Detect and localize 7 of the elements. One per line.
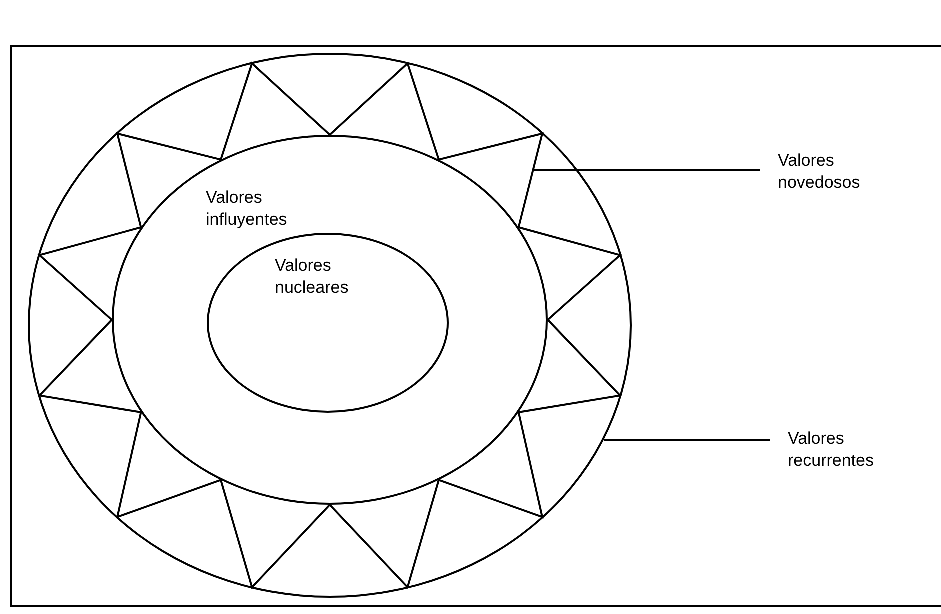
leader-line [533,169,760,171]
node-label: Valores influyentes [206,187,288,231]
node-label: Valores nucleares [275,255,350,299]
inner-ellipse [207,233,449,413]
node-label: Valores recurrentes [788,428,875,472]
node-label: Valores novedosos [778,150,862,194]
leader-line [604,439,770,441]
